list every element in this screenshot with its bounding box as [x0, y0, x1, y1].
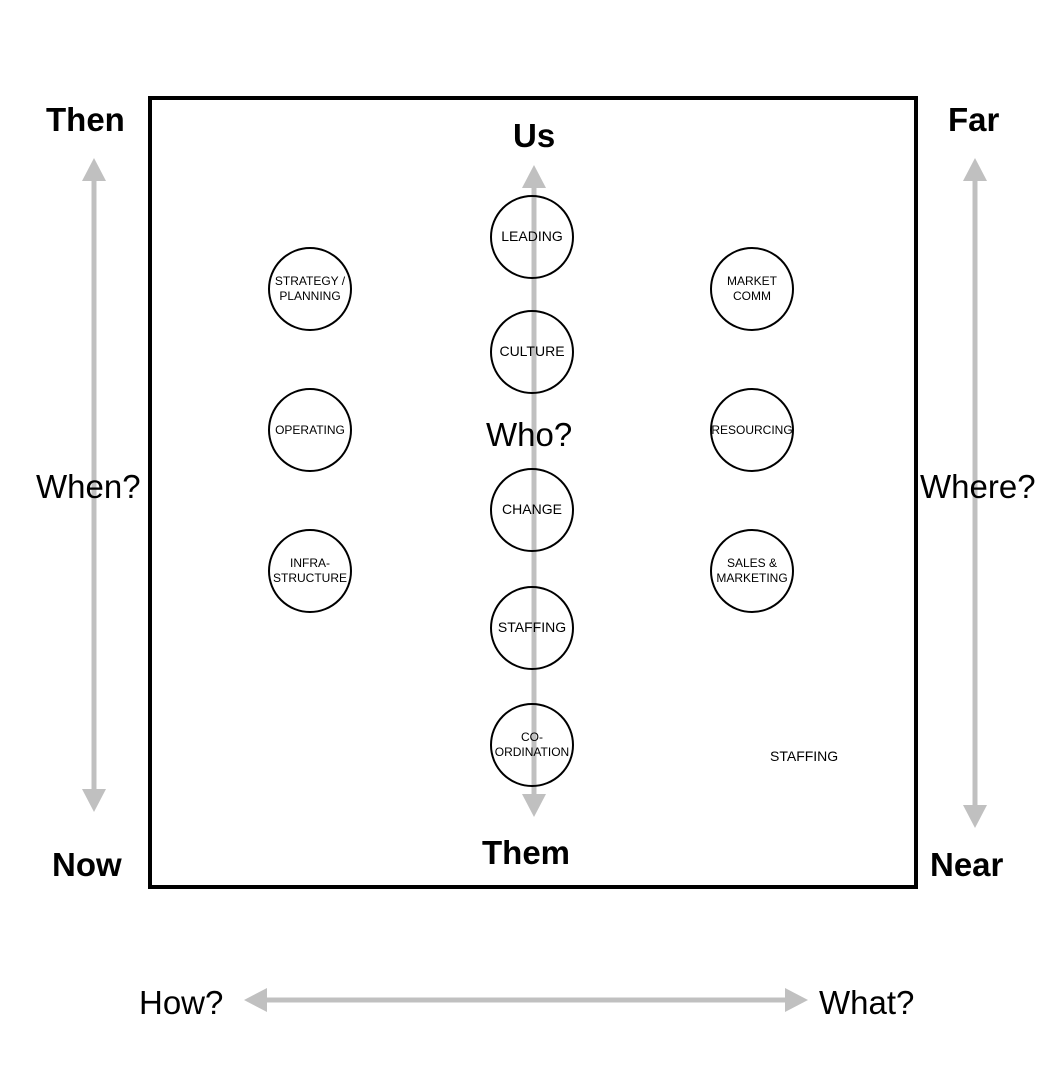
- label-where: Where?: [920, 468, 1036, 505]
- when-axis-arrow: [82, 158, 106, 812]
- node-strategy-planning: STRATEGY / PLANNING: [268, 247, 352, 331]
- node-market-comm: MARKET COMM: [710, 247, 794, 331]
- label-us: Us: [513, 117, 556, 154]
- node-label: SALES & MARKETING: [716, 556, 788, 585]
- label-then: Then: [46, 101, 125, 138]
- node-label: CULTURE: [499, 343, 565, 360]
- node-label: STAFFING: [497, 619, 567, 636]
- label-what: What?: [819, 984, 915, 1021]
- diagram-frame: [148, 96, 918, 889]
- node-label: STRATEGY / PLANNING: [274, 274, 346, 303]
- label-who: Who?: [486, 416, 573, 453]
- node-label: LEADING: [501, 228, 563, 245]
- label-how: How?: [139, 984, 224, 1021]
- label-them: Them: [482, 834, 571, 871]
- node-label: INFRA- STRUCTURE: [273, 556, 347, 585]
- label-when: When?: [36, 468, 141, 505]
- how-what-axis-arrow: [244, 988, 808, 1012]
- node-infrastructure: INFRA- STRUCTURE: [268, 529, 352, 613]
- node-label: CHANGE: [502, 501, 562, 518]
- where-axis-arrow: [963, 158, 987, 828]
- node-staffing: STAFFING: [490, 586, 574, 670]
- node-label: OPERATING: [275, 422, 345, 437]
- label-near: Near: [930, 846, 1004, 883]
- node-culture: CULTURE: [490, 310, 574, 394]
- node-label: MARKET COMM: [726, 274, 777, 303]
- node-label: CO- ORDINATION: [494, 730, 570, 759]
- label-far: Far: [948, 101, 1000, 138]
- node-resourcing: RESOURCING: [710, 388, 794, 472]
- node-coordination: CO- ORDINATION: [490, 703, 574, 787]
- node-sales-marketing: SALES & MARKETING: [710, 529, 794, 613]
- node-change: CHANGE: [490, 468, 574, 552]
- label-now: Now: [52, 846, 122, 883]
- node-label: RESOURCING: [711, 422, 793, 437]
- label-staffing-free: STAFFING: [770, 748, 839, 764]
- node-leading: LEADING: [490, 195, 574, 279]
- node-operating: OPERATING: [268, 388, 352, 472]
